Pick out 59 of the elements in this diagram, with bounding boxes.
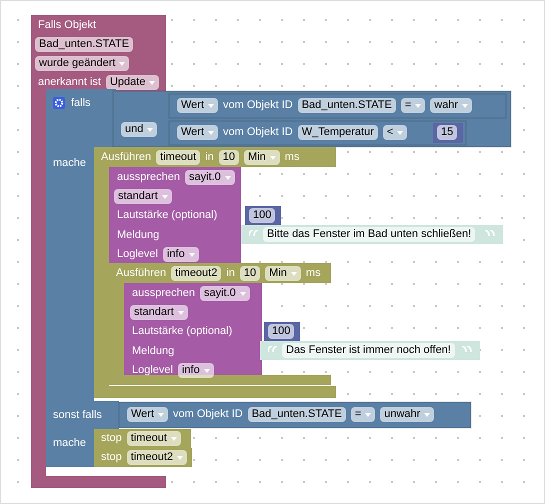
- text-field: 100: [249, 208, 276, 223]
- text-field: 15: [437, 125, 458, 140]
- block-label: Lautstärke (optional): [132, 324, 232, 339]
- block-label: Meldung: [132, 344, 174, 359]
- dropdown-field: Wert: [177, 98, 218, 113]
- dropdown-field: wahr: [430, 98, 472, 113]
- dropdown-field: info: [178, 363, 214, 378]
- text-field: 100: [268, 324, 294, 339]
- text-field: Das Fenster ist immer noch offen!: [282, 343, 455, 358]
- block-label: sonst falls: [53, 408, 102, 423]
- dropdown-field: standart: [130, 305, 188, 320]
- block-label: aussprechen: [132, 286, 195, 301]
- block-label: in: [205, 150, 214, 165]
- text-field: timeout2: [171, 266, 222, 281]
- text-field: timeout: [156, 150, 200, 165]
- text-field: W_Temperatur: [298, 125, 378, 140]
- dropdown-field: Wert: [177, 125, 218, 140]
- block-label: Meldung: [117, 228, 160, 243]
- block-label: Ausführen: [116, 266, 166, 281]
- block-label: Lautstärke (optional): [117, 208, 218, 223]
- block-label: mache: [53, 436, 86, 451]
- block-label: stop: [101, 450, 122, 465]
- dropdown-field: sayit.0: [200, 286, 250, 301]
- dropdown-field: Min: [244, 150, 280, 165]
- dropdown-field: info: [162, 247, 199, 262]
- text-field: 10: [218, 150, 240, 165]
- block-label: aussprechen: [117, 170, 180, 185]
- text-field: 10: [240, 266, 260, 281]
- block-label: Ausführen: [101, 150, 152, 165]
- text-field: Bad_unten.STATE: [298, 98, 396, 113]
- block-label: anerkannt ist: [38, 75, 101, 90]
- block-label: Falls Objekt: [38, 18, 96, 33]
- block-label: vom Objekt ID: [223, 125, 293, 140]
- dropdown-field: unwahr: [380, 407, 434, 422]
- block-label: falls: [71, 96, 91, 111]
- dropdown-field: sayit.0: [185, 170, 235, 185]
- block-label: mache: [53, 156, 86, 171]
- block-label: in: [226, 266, 235, 281]
- text-field: Bitte das Fenster im Bad unten schließen!: [263, 227, 476, 242]
- text-field: Bad_unten.STATE: [248, 407, 346, 422]
- dropdown-field: und: [121, 122, 158, 137]
- dropdown-field: Min: [265, 266, 301, 281]
- block-label: ms: [306, 266, 321, 281]
- block-label: Loglevel: [117, 247, 158, 262]
- block-label: vom Objekt ID: [223, 98, 293, 113]
- block-label: vom Objekt ID: [173, 407, 243, 422]
- dropdown-field: wurde geändert: [35, 56, 130, 71]
- block-label: Loglevel: [132, 363, 173, 378]
- dropdown-field: timeout2: [126, 450, 187, 465]
- dropdown-field: <: [382, 125, 408, 140]
- text-field: Bad_unten.STATE: [35, 37, 134, 52]
- dropdown-field: standart: [114, 189, 172, 204]
- dropdown-field: Update: [106, 75, 160, 90]
- dropdown-field: Wert: [127, 407, 168, 422]
- dropdown-field: =: [400, 98, 426, 113]
- block-label: ms: [284, 150, 300, 165]
- dropdown-field: timeout: [126, 431, 181, 446]
- dropdown-field: =: [350, 407, 376, 422]
- block-label: stop: [101, 431, 122, 446]
